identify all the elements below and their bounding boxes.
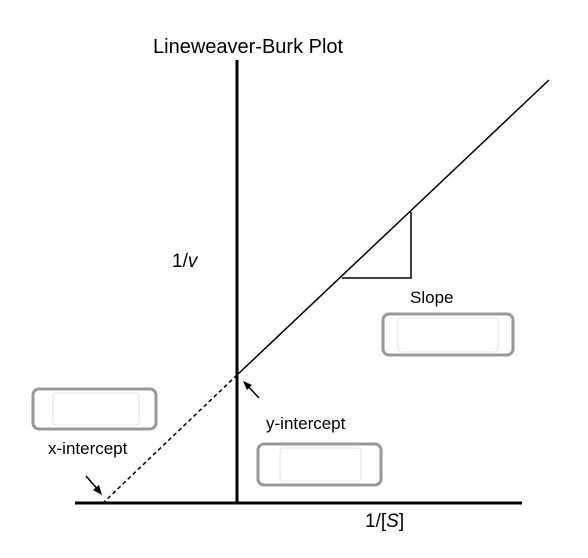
x-axis-label-prefix: 1/[ [365, 511, 387, 532]
x-axis-label: 1/[S] [365, 511, 404, 532]
slope-triangle [342, 212, 412, 279]
answer-box-y-intercept[interactable] [256, 442, 383, 487]
slope-label: Slope [410, 288, 453, 307]
x-intercept-arrow [85, 475, 102, 495]
y-intercept-label: y-intercept [266, 414, 346, 433]
diagram-title: Lineweaver-Burk Plot [153, 36, 344, 58]
y-axis-label-var: v [188, 251, 199, 272]
answer-box-x-intercept[interactable] [31, 387, 158, 431]
y-axis-label: 1/v [172, 251, 199, 272]
x-axis-label-var: S [386, 511, 399, 532]
y-intercept-arrow [243, 381, 260, 399]
plot-line [236, 79, 550, 376]
x-axis-label-suffix: ] [399, 511, 404, 532]
answer-box-slope[interactable] [381, 312, 515, 357]
y-axis-label-prefix: 1/ [172, 251, 189, 272]
x-intercept-label: x-intercept [48, 439, 128, 458]
plot-line-extrapolated [103, 374, 238, 503]
